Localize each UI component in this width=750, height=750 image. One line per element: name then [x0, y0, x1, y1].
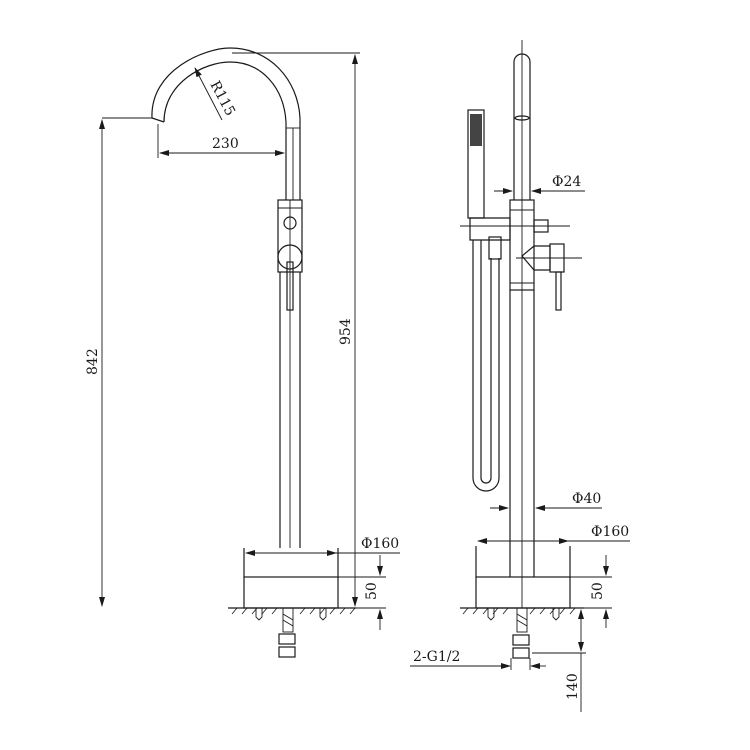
base: [243, 548, 339, 609]
hand-shower: [467, 109, 485, 219]
side-inlet-fitting: [512, 607, 530, 659]
shower-head-grid-icon: [470, 114, 482, 146]
floor-line: [228, 607, 356, 621]
pipe-diameter-label: Φ40: [572, 491, 601, 507]
side-floor-line: [460, 607, 584, 621]
total-height-label: 954: [338, 318, 354, 345]
inlet-label: 2-G1/2: [413, 649, 460, 665]
base-height-label: 50: [364, 582, 380, 600]
base-diameter-label: Φ160: [361, 536, 399, 552]
spout: [151, 47, 301, 200]
side-base-height-label: 50: [590, 582, 606, 600]
mixer-handle-icon: [277, 244, 303, 270]
side-base: [475, 576, 571, 609]
upper-pipe-diameter-label: Φ24: [552, 174, 581, 190]
hose: [472, 236, 502, 492]
spout-height-label: 842: [85, 348, 101, 375]
lever: [286, 261, 294, 311]
inlet-depth-label: 140: [565, 673, 581, 700]
reach-label: 230: [212, 136, 239, 152]
valve-body: [460, 199, 582, 311]
mixer-body: [277, 199, 303, 548]
inlet-fitting: [278, 607, 296, 658]
spout-pipe: [513, 40, 531, 608]
side-base-diameter-label: Φ160: [591, 524, 629, 540]
side-view: Φ24 Φ40 Φ160 50 2-G1/2 140: [410, 40, 630, 712]
diverter-knob-icon: [283, 216, 297, 230]
radius-leader: [194, 67, 223, 121]
side-lever: [555, 271, 562, 311]
front-view: R115 230: [85, 47, 400, 658]
